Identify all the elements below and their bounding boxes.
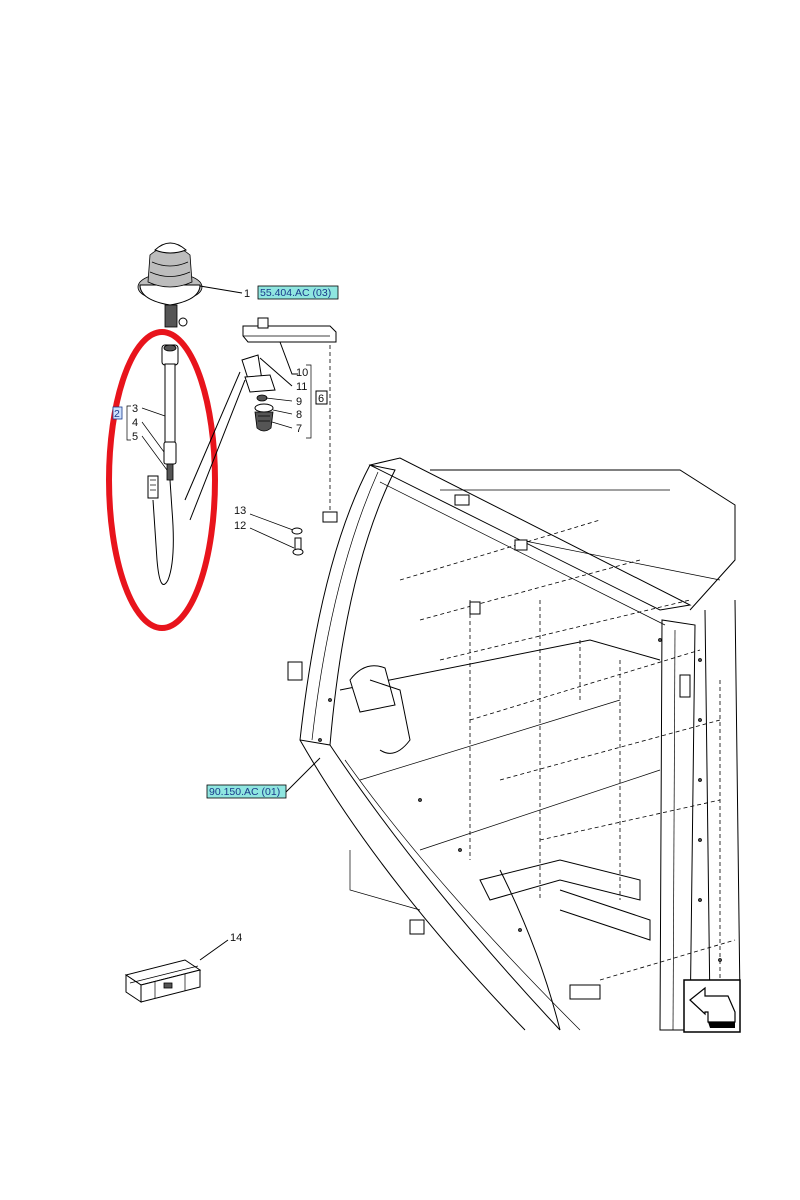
cab-frame-illustration	[287, 457, 741, 1031]
frame-reference-link[interactable]: 90.150.AC (01)	[209, 786, 280, 798]
frame-reference-box[interactable]	[206, 784, 287, 799]
callout-4: 4	[132, 417, 138, 429]
fastener-illustration	[291, 527, 304, 556]
item-2-marker[interactable]	[112, 406, 123, 420]
callout-10: 10	[296, 367, 308, 379]
callout-11: 11	[296, 381, 307, 393]
callout-3: 3	[132, 403, 138, 415]
callout-8: 8	[296, 409, 302, 421]
wooden-crate-icon	[124, 959, 202, 1003]
callout-7: 7	[296, 423, 302, 435]
callout-14: 14	[230, 932, 242, 944]
callout-13: 13	[234, 505, 246, 517]
callout-6: 6	[318, 393, 324, 405]
return-arrow-icon[interactable]	[683, 979, 741, 1033]
rotating-beacon-illustration	[137, 242, 203, 328]
callout-9: 9	[296, 396, 302, 408]
beacon-pole-assembly	[147, 344, 179, 585]
callout-12: 12	[234, 520, 246, 532]
callout-2[interactable]: 2	[114, 408, 120, 420]
callout-5: 5	[132, 431, 138, 443]
mounting-bracket-illustration	[241, 317, 337, 432]
beacon-reference-box[interactable]	[257, 285, 339, 300]
callout-1: 1	[244, 288, 250, 300]
highlight-circle	[106, 329, 218, 631]
beacon-reference-link[interactable]: 55.404.AC (03)	[260, 287, 331, 299]
